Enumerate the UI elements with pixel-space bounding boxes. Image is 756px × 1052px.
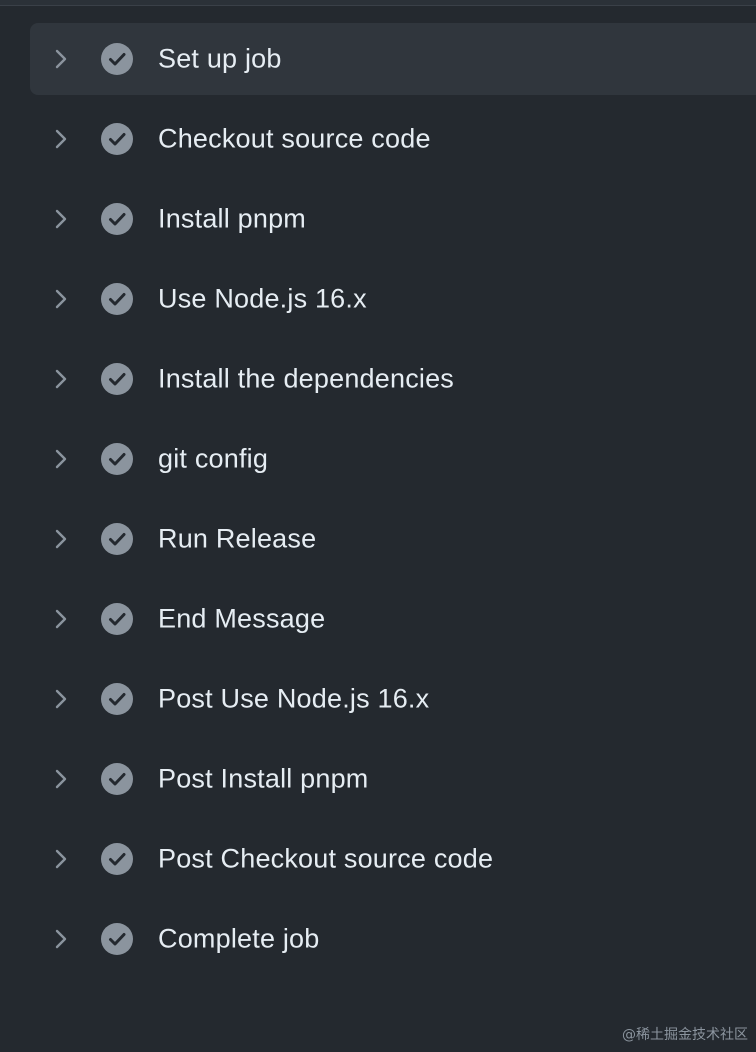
chevron-right-icon[interactable] xyxy=(54,368,68,390)
chevron-right-icon[interactable] xyxy=(54,128,68,150)
check-circle-icon xyxy=(101,523,133,555)
chevron-right-icon[interactable] xyxy=(54,928,68,950)
chevron-right-icon[interactable] xyxy=(54,608,68,630)
step-label: Use Node.js 16.x xyxy=(158,283,367,314)
step-label: Run Release xyxy=(158,523,317,554)
check-circle-icon xyxy=(101,683,133,715)
check-circle-icon xyxy=(101,763,133,795)
step-label: Install pnpm xyxy=(158,203,306,234)
chevron-right-icon[interactable] xyxy=(54,208,68,230)
step-label: Post Use Node.js 16.x xyxy=(158,683,430,714)
check-circle-icon xyxy=(101,363,133,395)
check-circle-icon xyxy=(101,603,133,635)
step-label: Set up job xyxy=(158,43,282,74)
job-step-row[interactable]: Complete job xyxy=(30,903,756,975)
chevron-right-icon[interactable] xyxy=(54,688,68,710)
check-circle-icon xyxy=(101,923,133,955)
job-step-row[interactable]: Run Release xyxy=(30,503,756,575)
step-label: Post Checkout source code xyxy=(158,843,494,874)
chevron-right-icon[interactable] xyxy=(54,288,68,310)
step-label: Post Install pnpm xyxy=(158,763,369,794)
chevron-right-icon[interactable] xyxy=(54,768,68,790)
job-step-row[interactable]: Post Install pnpm xyxy=(30,743,756,815)
step-label: Install the dependencies xyxy=(158,363,455,394)
step-label: git config xyxy=(158,443,269,474)
step-label: End Message xyxy=(158,603,326,634)
job-step-row[interactable]: Checkout source code xyxy=(30,103,756,175)
job-step-row[interactable]: Install the dependencies xyxy=(30,343,756,415)
watermark: @稀土掘金技术社区 xyxy=(622,1027,748,1043)
chevron-right-icon[interactable] xyxy=(54,848,68,870)
step-label: Checkout source code xyxy=(158,123,431,154)
check-circle-icon xyxy=(101,43,133,75)
check-circle-icon xyxy=(101,843,133,875)
check-circle-icon xyxy=(101,203,133,235)
job-step-row[interactable]: End Message xyxy=(30,583,756,655)
job-step-row[interactable]: Install pnpm xyxy=(30,183,756,255)
job-step-row[interactable]: Post Use Node.js 16.x xyxy=(30,663,756,735)
check-circle-icon xyxy=(101,443,133,475)
top-divider xyxy=(0,0,756,6)
job-step-row[interactable]: Set up job xyxy=(30,23,756,95)
check-circle-icon xyxy=(101,123,133,155)
chevron-right-icon[interactable] xyxy=(54,48,68,70)
chevron-right-icon[interactable] xyxy=(54,448,68,470)
job-step-row[interactable]: Use Node.js 16.x xyxy=(30,263,756,335)
check-circle-icon xyxy=(101,283,133,315)
job-step-row[interactable]: Post Checkout source code xyxy=(30,823,756,895)
step-label: Complete job xyxy=(158,923,320,954)
chevron-right-icon[interactable] xyxy=(54,528,68,550)
job-step-row[interactable]: git config xyxy=(30,423,756,495)
